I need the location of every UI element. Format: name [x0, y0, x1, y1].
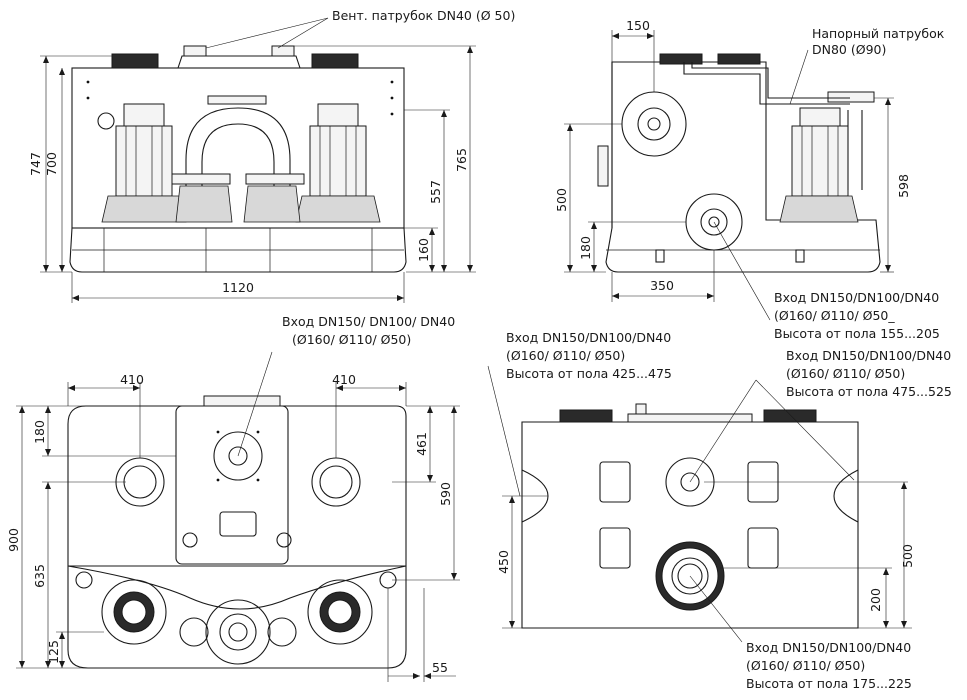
callout-side-inlet-2: (Ø160/ Ø110/ Ø50_: [774, 308, 895, 323]
dim-front-765: 765: [454, 148, 469, 172]
pump-cover-right: [311, 53, 359, 69]
dim-top-461: 461: [414, 432, 429, 456]
front-top-lid: [177, 55, 301, 69]
dim-front-747: 747: [28, 152, 43, 176]
callout-rear-bottom-1: Вход DN150/DN100/DN40: [746, 640, 911, 655]
dim-side-150: 150: [626, 18, 650, 33]
pump-right: [295, 103, 381, 223]
dim-top-410-left: 410: [120, 372, 144, 387]
dim-front-700: 700: [44, 152, 59, 176]
front-base: [69, 227, 407, 273]
callout-vent: Вент. патрубок DN40 (Ø 50): [332, 8, 515, 23]
callout-side-inlet-1: Вход DN150/DN100/DN40: [774, 290, 939, 305]
dim-front-160: 160: [416, 238, 431, 262]
side-pump: [779, 91, 875, 223]
dim-rear-200: 200: [868, 588, 883, 612]
dim-top-590: 590: [438, 482, 453, 506]
callout-pressure-1: Напорный патрубок: [812, 26, 945, 41]
callout-rear-right-1: Вход DN150/DN100/DN40: [786, 348, 951, 363]
callout-rear-left-1: Вход DN150/DN100/DN40: [506, 330, 671, 345]
dim-side-350: 350: [650, 278, 674, 293]
dim-rear-500: 500: [900, 544, 915, 568]
side-body: [605, 61, 881, 273]
vent-port-right: [271, 45, 295, 57]
top-pump-right: [307, 579, 373, 645]
side-upper-inlet: [621, 91, 687, 157]
front-view: 1120 747 700 557 765 160 Вент. патрубок …: [28, 8, 515, 303]
vent-port-left: [183, 45, 207, 57]
dim-rear-450: 450: [496, 550, 511, 574]
side-view: 150 500 180 350 598 Напорный патрубок DN…: [554, 18, 945, 341]
dim-top-55: 55: [432, 660, 448, 675]
float-switch-icon: [97, 112, 115, 130]
rear-view: 450 500 200 Вход DN150/DN100/DN40 (Ø160/…: [487, 330, 952, 691]
callout-rear-left-3: Высота от пола 425...475: [506, 366, 672, 381]
top-outlet: [205, 599, 271, 665]
dim-side-180: 180: [578, 236, 593, 260]
callout-side-inlet-3: Высота от пола 155...205: [774, 326, 940, 341]
callout-rear-right-2: (Ø160/ Ø110/ Ø50): [786, 366, 905, 381]
pump-left: [97, 103, 187, 223]
callout-rear-left-2: (Ø160/ Ø110/ Ø50): [506, 348, 625, 363]
dim-side-500: 500: [554, 188, 569, 212]
callout-top-inlet-1: Вход DN150/ DN100/ DN40: [282, 314, 455, 329]
dim-top-125: 125: [46, 640, 61, 664]
dim-top-635: 635: [32, 564, 47, 588]
dim-front-width: 1120: [222, 280, 254, 295]
dim-top-900: 900: [6, 528, 21, 552]
pump-cover-left: [111, 53, 159, 69]
top-outline: [67, 405, 407, 669]
dim-top-410-right: 410: [332, 372, 356, 387]
top-center-inlet: [213, 431, 263, 481]
callout-top-inlet-2: (Ø160/ Ø110/ Ø50): [292, 332, 411, 347]
callout-rear-bottom-2: (Ø160/ Ø110/ Ø50): [746, 658, 865, 673]
top-view: 410 410 900 180 635 125 461 590 55 Вход …: [6, 314, 460, 682]
top-pump-left: [101, 579, 167, 645]
dim-top-180: 180: [32, 420, 47, 444]
dim-front-557: 557: [428, 180, 443, 204]
u-pipe: [171, 95, 305, 223]
callout-pressure-2: DN80 (Ø90): [812, 42, 886, 57]
callout-rear-bottom-3: Высота от пола 175...225: [746, 676, 912, 691]
dim-side-598: 598: [896, 174, 911, 198]
callout-rear-right-3: Высота от пола 475...525: [786, 384, 952, 399]
top-right-inlet: [311, 457, 361, 507]
